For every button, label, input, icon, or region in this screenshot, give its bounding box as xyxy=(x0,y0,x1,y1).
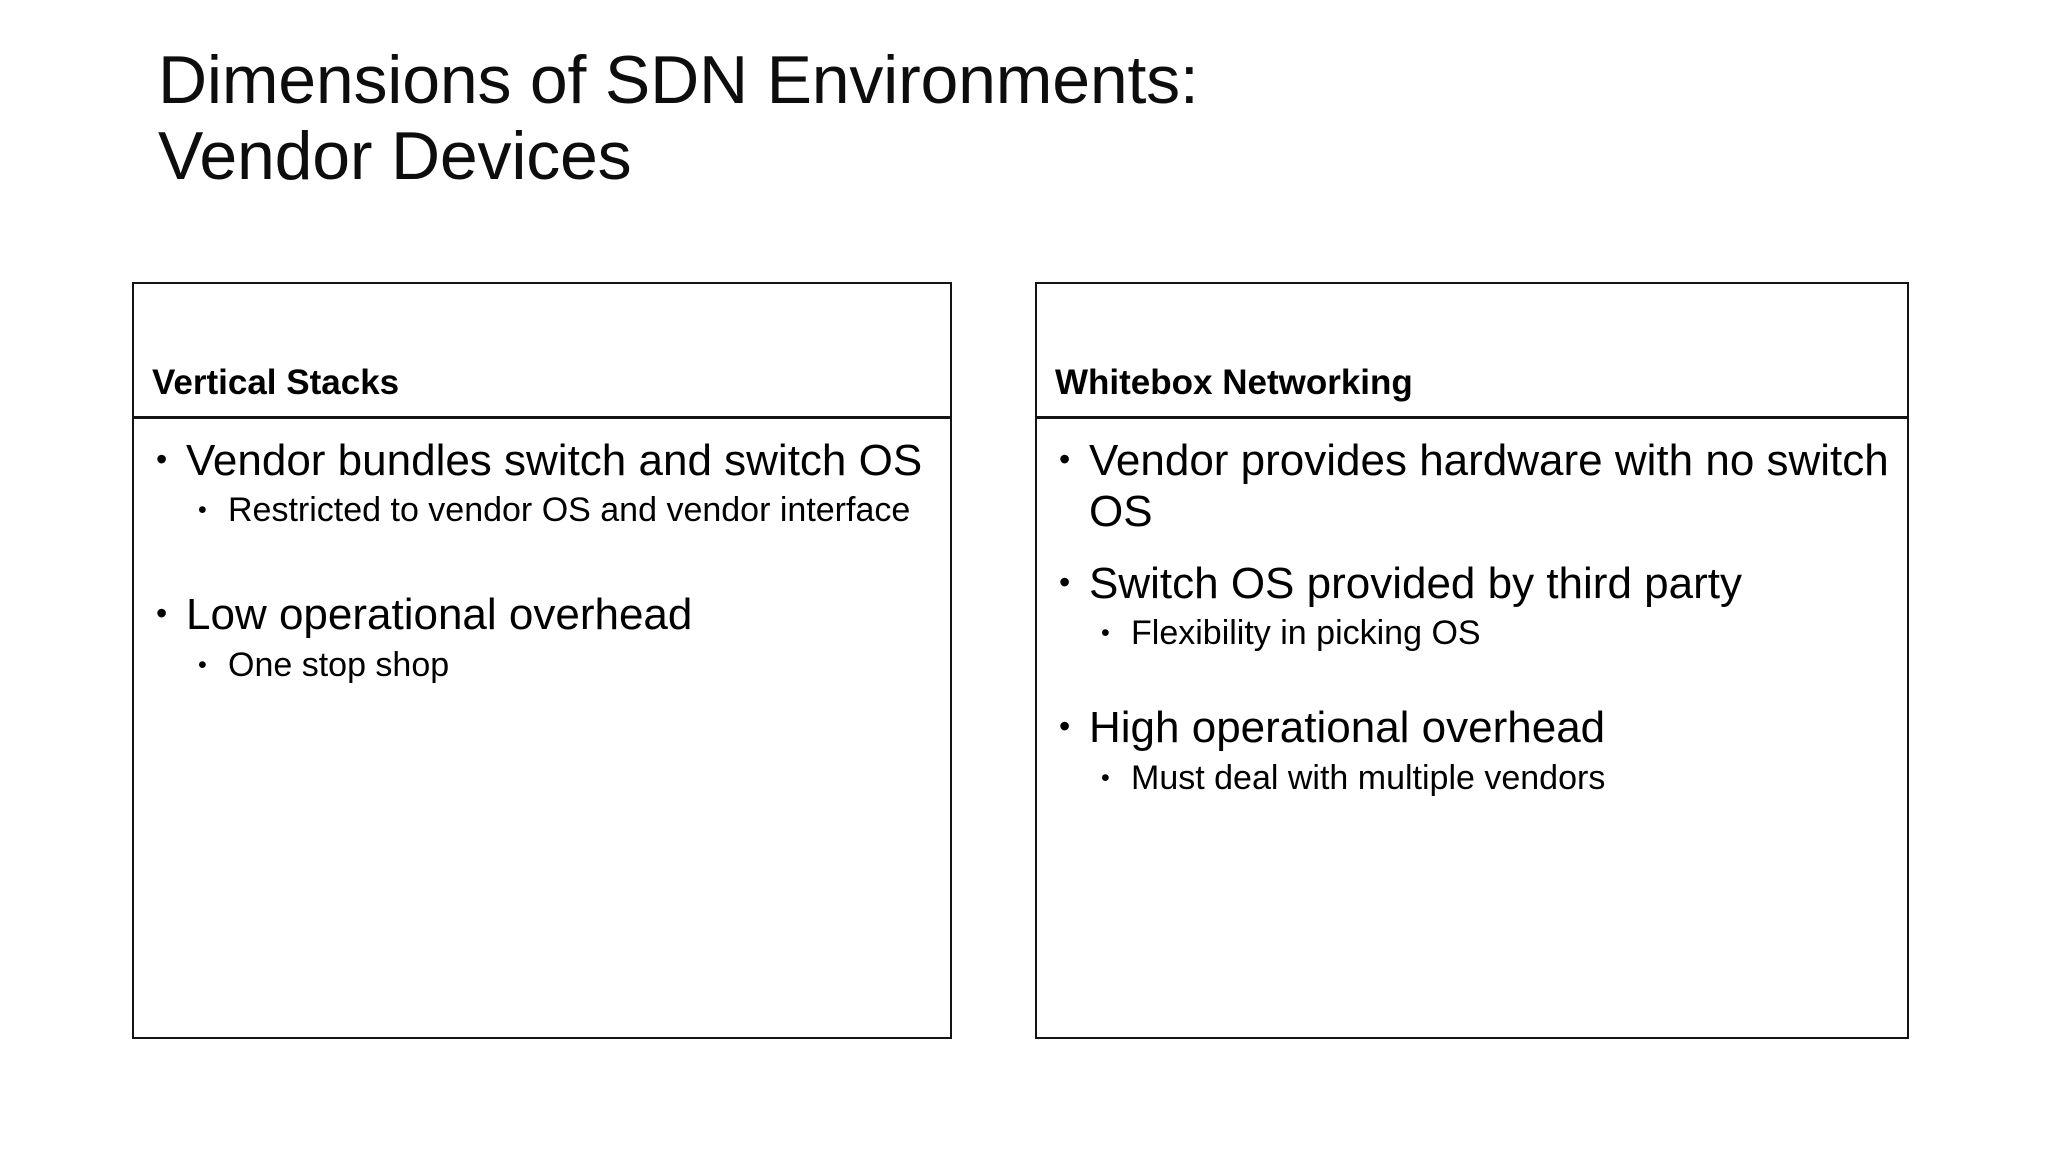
sub-bullet-text: Restricted to vendor OS and vendor inter… xyxy=(228,491,911,530)
sub-bullet-text: Must deal with multiple vendors xyxy=(1131,758,1606,797)
sub-bullet-list: One stop shop xyxy=(186,645,940,686)
table-body-whitebox-networking: Vendor provides hardware with no switch … xyxy=(1037,419,1907,1037)
sub-bullet-item: Must deal with multiple vendors xyxy=(1089,758,1897,799)
sub-bullet-list: Must deal with multiple vendors xyxy=(1089,758,1897,799)
sub-bullet-item: Flexibility in picking OS xyxy=(1089,613,1897,654)
bullet-item: High operational overhead Must deal with… xyxy=(1045,702,1897,798)
bullet-item: Switch OS provided by third party Flexib… xyxy=(1045,558,1897,654)
bullet-list-whitebox-networking: Vendor provides hardware with no switch … xyxy=(1045,435,1897,798)
bullet-item: Vendor bundles switch and switch OS Rest… xyxy=(142,435,940,531)
bullet-item: Vendor provides hardware with no switch … xyxy=(1045,435,1897,538)
table-vertical-stacks: Vertical Stacks Vendor bundles switch an… xyxy=(132,282,952,1039)
column-header-whitebox-networking: Whitebox Networking xyxy=(1055,362,1413,402)
sub-bullet-list: Restricted to vendor OS and vendor inter… xyxy=(186,490,940,531)
bullet-text: High operational overhead xyxy=(1089,703,1606,753)
page-title: Dimensions of SDN Environments: Vendor D… xyxy=(158,42,1918,194)
bullet-group-spacer xyxy=(1045,540,1897,558)
sub-bullet-item: Restricted to vendor OS and vendor inter… xyxy=(186,490,940,531)
page-title-line-2: Vendor Devices xyxy=(158,118,632,195)
bullet-text: Switch OS provided by third party xyxy=(1089,558,1742,608)
bullet-text: Vendor provides hardware with no switch … xyxy=(1089,436,1889,537)
table-header-row-whitebox-networking: Whitebox Networking xyxy=(1037,284,1907,419)
bullet-text: Vendor bundles switch and switch OS xyxy=(186,436,923,485)
bullet-group-spacer xyxy=(142,533,940,589)
table-body-vertical-stacks: Vendor bundles switch and switch OS Rest… xyxy=(134,419,950,1037)
table-whitebox-networking: Whitebox Networking Vendor provides hard… xyxy=(1035,282,1909,1039)
column-header-vertical-stacks: Vertical Stacks xyxy=(152,362,400,402)
bullet-group-spacer xyxy=(1045,656,1897,702)
page-title-line-1: Dimensions of SDN Environments: xyxy=(158,42,1199,118)
sub-bullet-text: Flexibility in picking OS xyxy=(1131,614,1481,653)
sub-bullet-text: One stop shop xyxy=(228,645,450,684)
sub-bullet-list: Flexibility in picking OS xyxy=(1089,613,1897,654)
sub-bullet-item: One stop shop xyxy=(186,645,940,686)
bullet-item: Low operational overhead One stop shop xyxy=(142,589,940,685)
bullet-text: Low operational overhead xyxy=(186,590,693,640)
table-header-row-vertical-stacks: Vertical Stacks xyxy=(134,284,950,419)
bullet-list-vertical-stacks: Vendor bundles switch and switch OS Rest… xyxy=(142,435,940,686)
